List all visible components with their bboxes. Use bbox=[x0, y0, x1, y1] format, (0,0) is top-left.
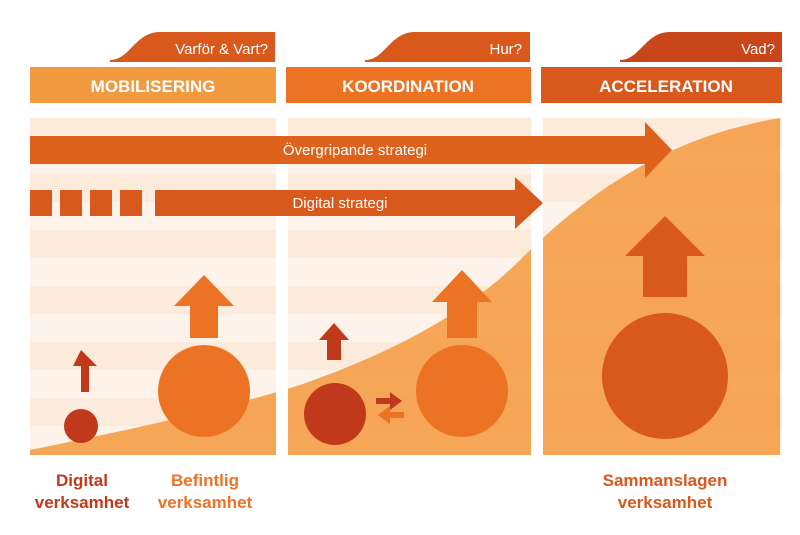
digital-verksamhet-group bbox=[64, 350, 98, 443]
dash-square bbox=[90, 190, 112, 216]
background-band bbox=[30, 230, 276, 258]
caption-digital-verksamhet: Digital verksamhet bbox=[22, 470, 142, 514]
phase-title: ACCELERATION bbox=[599, 77, 733, 96]
arrow-label: Övergripande strategi bbox=[283, 141, 427, 159]
background-band bbox=[288, 230, 531, 258]
caption-line: Sammanslagen bbox=[602, 471, 728, 490]
caption-line: Digital bbox=[56, 471, 108, 490]
left-arrow-icon bbox=[378, 406, 404, 424]
overall-strategy-arrow: Övergripande strategi bbox=[30, 122, 672, 178]
befintlig-circle bbox=[158, 345, 250, 437]
arrow-shape bbox=[155, 177, 543, 229]
phase-question: Vad? bbox=[741, 41, 775, 58]
question-tab bbox=[110, 32, 275, 62]
caption-line: verksamhet bbox=[157, 493, 253, 512]
arrow-label: Digital strategi bbox=[292, 195, 387, 212]
background-band bbox=[288, 258, 531, 286]
digital-strategy-arrow: Digital strategi bbox=[30, 177, 543, 229]
exchange-arrows-icon bbox=[376, 392, 404, 424]
background-band bbox=[30, 258, 276, 286]
phase-tab-koordination: Hur? KOORDINATION bbox=[286, 32, 531, 103]
background-band bbox=[30, 286, 276, 314]
digital-circle bbox=[64, 409, 98, 443]
koordination-befintlig-group bbox=[416, 270, 508, 437]
up-arrow-icon bbox=[319, 323, 349, 360]
phase-title: KOORDINATION bbox=[342, 77, 474, 96]
caption-line: Befintlig bbox=[171, 471, 239, 490]
up-arrow-icon bbox=[73, 350, 97, 392]
befintlig-verksamhet-group bbox=[158, 275, 250, 437]
merged-circle bbox=[602, 313, 728, 439]
dash-square bbox=[60, 190, 82, 216]
phase-title: MOBILISERING bbox=[91, 77, 216, 96]
phase-header bbox=[541, 67, 782, 103]
question-tab bbox=[620, 32, 782, 62]
phase-header bbox=[30, 67, 276, 103]
phase-header bbox=[286, 67, 531, 103]
sammanslagen-verksamhet-group bbox=[602, 216, 728, 439]
caption-line: verksamhet bbox=[34, 493, 130, 512]
befintlig-circle bbox=[416, 345, 508, 437]
caption-befintlig-verksamhet: Befintlig verksamhet bbox=[145, 470, 265, 514]
koordination-digital-group bbox=[304, 323, 366, 445]
up-arrow-icon bbox=[432, 270, 492, 338]
phase-tab-mobilisering: Varför & Vart? MOBILISERING bbox=[30, 32, 276, 103]
column-separator bbox=[531, 105, 543, 460]
arrow-shape bbox=[30, 122, 672, 178]
question-tab bbox=[365, 32, 530, 62]
dash-square bbox=[30, 190, 52, 216]
phase-tab-acceleration: Vad? ACCELERATION bbox=[541, 32, 782, 103]
digital-circle bbox=[304, 383, 366, 445]
phase-question: Varför & Vart? bbox=[175, 41, 268, 58]
dash-square bbox=[120, 190, 142, 216]
right-arrow-icon bbox=[376, 392, 402, 410]
up-arrow-icon bbox=[174, 275, 234, 338]
up-arrow-icon bbox=[625, 216, 705, 297]
caption-sammanslagen-verksamhet: Sammanslagen verksamhet bbox=[590, 470, 740, 514]
background-band bbox=[30, 314, 276, 342]
phase-question: Hur? bbox=[489, 41, 522, 58]
caption-line: verksamhet bbox=[617, 493, 713, 512]
growth-curve-area bbox=[30, 118, 780, 455]
